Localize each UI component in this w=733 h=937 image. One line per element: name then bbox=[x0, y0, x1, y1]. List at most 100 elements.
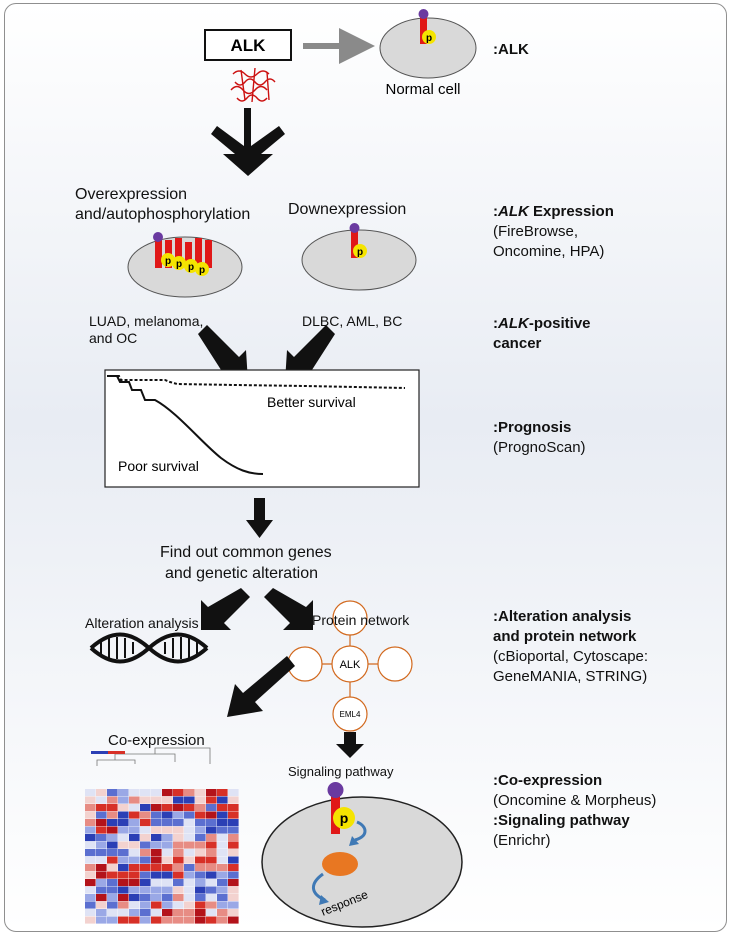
heatmap-cell bbox=[162, 916, 173, 924]
signaling-title: :Signaling pathway bbox=[493, 812, 630, 829]
heatmap-cell bbox=[151, 909, 162, 917]
heatmap-cell bbox=[107, 796, 118, 804]
alk-gene-box bbox=[204, 29, 292, 61]
heatmap-cell bbox=[85, 819, 96, 827]
heatmap-cell bbox=[173, 811, 184, 819]
heatmap-cell bbox=[129, 871, 140, 879]
heatmap-cell bbox=[151, 796, 162, 804]
heatmap-cell bbox=[96, 909, 107, 917]
overexpression-label-line2: and/autophosphorylation bbox=[75, 206, 251, 223]
heatmap-cell bbox=[151, 894, 162, 902]
heatmap-cell bbox=[195, 789, 206, 797]
heatmap-cell bbox=[118, 789, 129, 797]
heatmap-cell bbox=[85, 804, 96, 812]
heatmap-cell bbox=[195, 819, 206, 827]
svg-text:p: p bbox=[176, 259, 182, 270]
heatmap-cell bbox=[217, 841, 228, 849]
heatmap-cell bbox=[85, 841, 96, 849]
heatmap-cell bbox=[206, 864, 217, 872]
heatmap-cell bbox=[129, 804, 140, 812]
svg-text:p: p bbox=[188, 262, 194, 273]
coexpression-label: Co-expression bbox=[108, 732, 205, 749]
heatmap-cell bbox=[206, 901, 217, 909]
normal-cell-phospho-label: p bbox=[426, 33, 432, 44]
signaling-phospho bbox=[333, 807, 355, 829]
heatmap-cell bbox=[85, 879, 96, 887]
heatmap-cell bbox=[107, 909, 118, 917]
heatmap-cell bbox=[228, 826, 239, 834]
heatmap-cell bbox=[85, 901, 96, 909]
heatmap-cell bbox=[184, 841, 195, 849]
heatmap-cell bbox=[173, 894, 184, 902]
figure-panel: ALK p Normal cell p p p p p bbox=[4, 3, 727, 932]
heatmap-cell bbox=[206, 886, 217, 894]
down-arrow-common bbox=[246, 498, 273, 538]
heatmap-cell bbox=[162, 826, 173, 834]
left-diverge-arrow bbox=[201, 588, 250, 630]
heatmap-cell bbox=[107, 886, 118, 894]
heatmap-cell bbox=[228, 864, 239, 872]
heatmap-cell bbox=[129, 901, 140, 909]
heatmap-cell bbox=[140, 886, 151, 894]
heatmap-cell bbox=[118, 826, 129, 834]
heatmap-cell bbox=[140, 916, 151, 924]
heatmap-cell bbox=[217, 871, 228, 879]
heatmap-cell bbox=[217, 856, 228, 864]
svg-text:p: p bbox=[165, 256, 171, 267]
heatmap-cell bbox=[228, 894, 239, 902]
heatmap-cell bbox=[217, 864, 228, 872]
heatmap-cell bbox=[96, 916, 107, 924]
heatmap-cell bbox=[184, 789, 195, 797]
heatmap-cell bbox=[140, 834, 151, 842]
heatmap-cell bbox=[217, 834, 228, 842]
heatmap-cell bbox=[107, 894, 118, 902]
alteration-sub-line2: GeneMANIA, STRING) bbox=[493, 668, 648, 685]
split-arrow-icon bbox=[211, 108, 285, 176]
heatmap-cell bbox=[217, 916, 228, 924]
heatmap-cell bbox=[96, 796, 107, 804]
heatmap-cell bbox=[96, 894, 107, 902]
heatmap-cell bbox=[184, 894, 195, 902]
heatmap-cell bbox=[129, 894, 140, 902]
heatmap-cell bbox=[107, 826, 118, 834]
signaling-ligand bbox=[327, 782, 344, 798]
poor-survival-curve bbox=[107, 375, 264, 475]
alteration-title-line1: :Alteration analysis bbox=[493, 608, 632, 625]
heatmap-cell bbox=[228, 841, 239, 849]
heatmap-cell bbox=[140, 819, 151, 827]
common-genes-line2: and genetic alteration bbox=[165, 565, 318, 582]
heatmap-cell bbox=[173, 886, 184, 894]
heatmap-cell bbox=[173, 841, 184, 849]
heatmap-cell bbox=[217, 796, 228, 804]
heatmap-cell bbox=[118, 879, 129, 887]
heatmap-cell bbox=[173, 916, 184, 924]
heatmap-cell bbox=[184, 864, 195, 872]
normal-cell-phospho bbox=[422, 30, 436, 44]
heatmap-cell bbox=[217, 894, 228, 902]
heatmap-cell bbox=[129, 789, 140, 797]
heatmap-cell bbox=[107, 871, 118, 879]
heatmap-cell bbox=[173, 849, 184, 857]
overexpression-phospho-icons: p p p p bbox=[161, 253, 209, 276]
heatmap-cell bbox=[173, 826, 184, 834]
heatmap-cell bbox=[151, 849, 162, 857]
heatmap-legend-red bbox=[108, 751, 125, 754]
heatmap-cell bbox=[129, 864, 140, 872]
signaling-curved-arrow-top bbox=[354, 820, 367, 842]
protein-network bbox=[287, 600, 413, 732]
heatmap-cell bbox=[206, 841, 217, 849]
heatmap-cell bbox=[162, 834, 173, 842]
heatmap-cell bbox=[96, 901, 107, 909]
heatmap-cell bbox=[217, 804, 228, 812]
heatmap-cell bbox=[162, 819, 173, 827]
heatmap-cell bbox=[118, 804, 129, 812]
heatmap-cell bbox=[184, 819, 195, 827]
heatmap-cell bbox=[85, 871, 96, 879]
heatmap-cell bbox=[107, 819, 118, 827]
heatmap-cell bbox=[140, 909, 151, 917]
heatmap-cell bbox=[206, 909, 217, 917]
heatmap-cell bbox=[107, 834, 118, 842]
heatmap-cell bbox=[173, 879, 184, 887]
heatmap-cell bbox=[228, 849, 239, 857]
heatmap-cell bbox=[173, 871, 184, 879]
